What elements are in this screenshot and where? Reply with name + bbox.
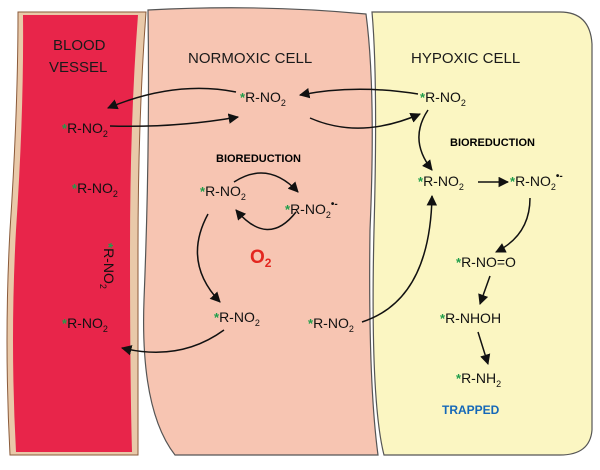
arrow-normoxic-to-hypoxic	[309, 112, 421, 129]
oxygen-label: O2	[250, 247, 272, 270]
nitro-compound-vessel-1: *R-NO2	[62, 120, 108, 139]
arrow-reduction-normoxic	[233, 172, 299, 193]
arrow-radical-to-nitroso	[495, 197, 531, 253]
normoxic-cell-shape	[143, 7, 379, 456]
nitro-radical-anion-normoxic: *R-NO2•-	[285, 199, 338, 220]
nitro-compound-normoxic-lower: *R-NO2	[308, 315, 354, 334]
nitro-compound-vessel-3: *R-NO2	[62, 315, 108, 334]
nitroso-compound: *R-NO=O	[456, 254, 516, 270]
arrow-normoxic-to-exit	[196, 213, 221, 303]
normoxic-cell-label: NORMOXIC CELL	[188, 50, 312, 67]
bioreduction-label-normoxic: BIOREDUCTION	[216, 153, 301, 165]
arrow-normoxic-to-vessel	[107, 87, 237, 110]
arrow-exit-to-vessel	[120, 329, 225, 356]
arrow-hypoxic-to-normoxic	[298, 88, 419, 99]
bioreduction-label-hypoxic: BIOREDUCTION	[450, 137, 535, 149]
arrow-reoxidation-normoxic	[235, 209, 297, 231]
arrow-vessel-to-normoxic	[109, 113, 240, 128]
trapped-label: TRAPPED	[442, 403, 500, 417]
arrow-hydroxylamine-to-amine	[477, 331, 491, 366]
arrow-entry-to-hypoxic	[418, 109, 433, 171]
nitro-compound-hypoxic: *R-NO2	[418, 173, 464, 192]
blood-vessel-shape	[13, 15, 138, 452]
nitro-radical-anion-hypoxic: *R-NO2•-	[510, 171, 563, 192]
blood-vessel-label-line2: VESSEL	[49, 59, 107, 76]
hydroxylamine-compound: *R-NHOH	[440, 310, 501, 326]
nitro-compound-hypoxic-entry: *R-NO2	[420, 89, 466, 108]
hypoxic-cell-label: HYPOXIC CELL	[411, 50, 520, 67]
nitro-compound-vessel-vertical: *R-NO2	[98, 243, 117, 289]
hypoxic-cell-shape	[371, 11, 593, 456]
nitro-compound-vessel-2: *R-NO2	[72, 180, 118, 199]
nitro-compound-normoxic-exit: *R-NO2	[214, 309, 260, 328]
nitro-compound-normoxic: *R-NO2	[200, 183, 246, 202]
blood-vessel-label-line1: BLOOD	[53, 37, 106, 54]
nitro-compound-normoxic-entry: *R-NO2	[240, 89, 286, 108]
arrow-nitroso-to-hydroxylamine	[478, 275, 491, 305]
arrow-normoxic-lower-to-hypoxic	[361, 194, 438, 323]
amine-compound: *R-NH2	[456, 370, 501, 389]
